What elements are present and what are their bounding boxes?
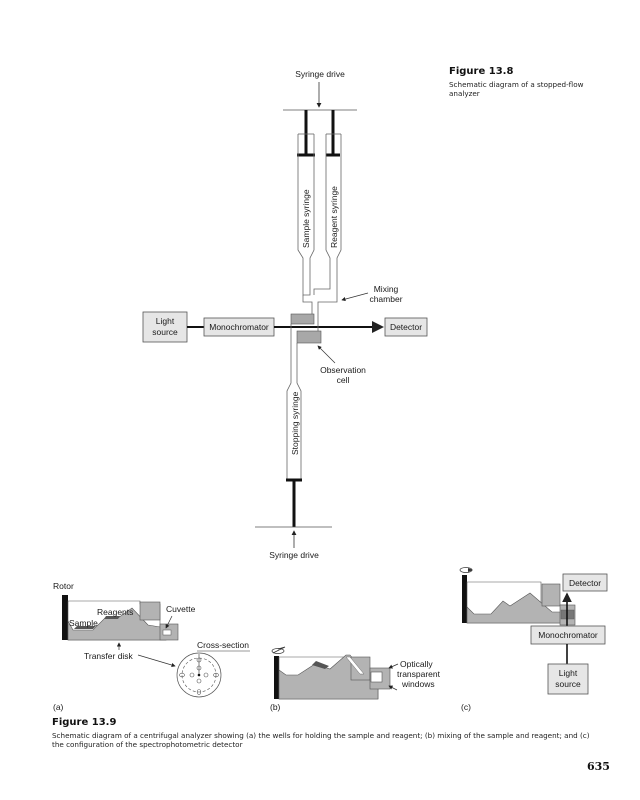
page-number: 635 (587, 760, 610, 773)
figure-13-9-title: Figure 13.9 (52, 717, 117, 728)
sample-syringe (297, 110, 315, 296)
cuvette-label: Cuvette (166, 604, 196, 614)
rotor-shaft-b (274, 656, 279, 699)
cuvette-shape (162, 629, 172, 636)
sample-syringe-label: Sample syringe (301, 189, 311, 248)
figure-13-8-caption: Schematic diagram of a stopped-flow anal… (449, 80, 584, 98)
transfer-disk-label: Transfer disk (84, 651, 134, 661)
monochromator-box-c (530, 625, 606, 645)
reagents-label: Reagents (97, 607, 133, 617)
light-source-label-line1: Light (156, 316, 175, 326)
windows-label-line3: windows (401, 679, 435, 689)
stopping-syringe-label: Stopping syringe (290, 391, 300, 455)
stopping-syringe (286, 324, 302, 527)
mixing-chamber-label-line1: Mixing (374, 284, 399, 294)
windows-label-line1: Optically (400, 659, 433, 669)
rotor-shaft-c (462, 575, 467, 623)
syringe-drive-bottom-label: Syringe drive (269, 550, 319, 560)
monochromator-label: Monochromator (209, 322, 269, 332)
observation-cell-upper (290, 313, 315, 325)
panel-a-tag: (a) (53, 702, 64, 712)
windows-label-line2: transparent (397, 669, 441, 679)
sample-label: Sample (69, 618, 98, 628)
rotor-label: Rotor (53, 581, 74, 591)
cross-section-label: Cross-section (197, 640, 249, 650)
observation-cell-label-line1: Observation (320, 365, 366, 375)
figure-13-8-title: Figure 13.8 (449, 66, 514, 77)
syringe-drive-top-label: Syringe drive (295, 69, 345, 79)
observation-cell-lower (296, 330, 322, 344)
figure-13-9-caption: Schematic diagram of a centrifugal analy… (52, 731, 590, 749)
reagent-syringe-label: Reagent syringe (329, 186, 339, 248)
detector-label: Detector (390, 322, 422, 332)
detector-label-c: Detector (569, 578, 601, 588)
panel-c: Detector Monochromator Light source (c) (459, 567, 608, 712)
panel-b-tag: (b) (270, 702, 281, 712)
light-source-label-c-line1: Light (559, 668, 578, 678)
transfer-disk-body (67, 607, 167, 641)
panel-b: Optically transparent windows (b) (270, 646, 441, 712)
reagent-syringe (302, 110, 342, 312)
observation-cell-label-line2: cell (337, 375, 350, 385)
cross-section-disk (176, 652, 222, 698)
mixing-chamber-label-line2: chamber (369, 294, 402, 304)
mixing-chamber-arrow (341, 292, 369, 302)
light-source-label-line2: source (152, 327, 178, 337)
light-source-box-c (547, 663, 589, 695)
monochromator-label-c: Monochromator (538, 630, 598, 640)
panel-a: Rotor Reagents Sample Cuvette Transfer d… (53, 581, 250, 712)
observation-cell-arrow (317, 345, 336, 364)
panel-c-tag: (c) (461, 702, 471, 712)
rotor-shaft (62, 595, 68, 640)
detector-box (384, 317, 428, 337)
detector-box-c (562, 573, 608, 592)
light-source-label-c-line2: source (555, 679, 581, 689)
